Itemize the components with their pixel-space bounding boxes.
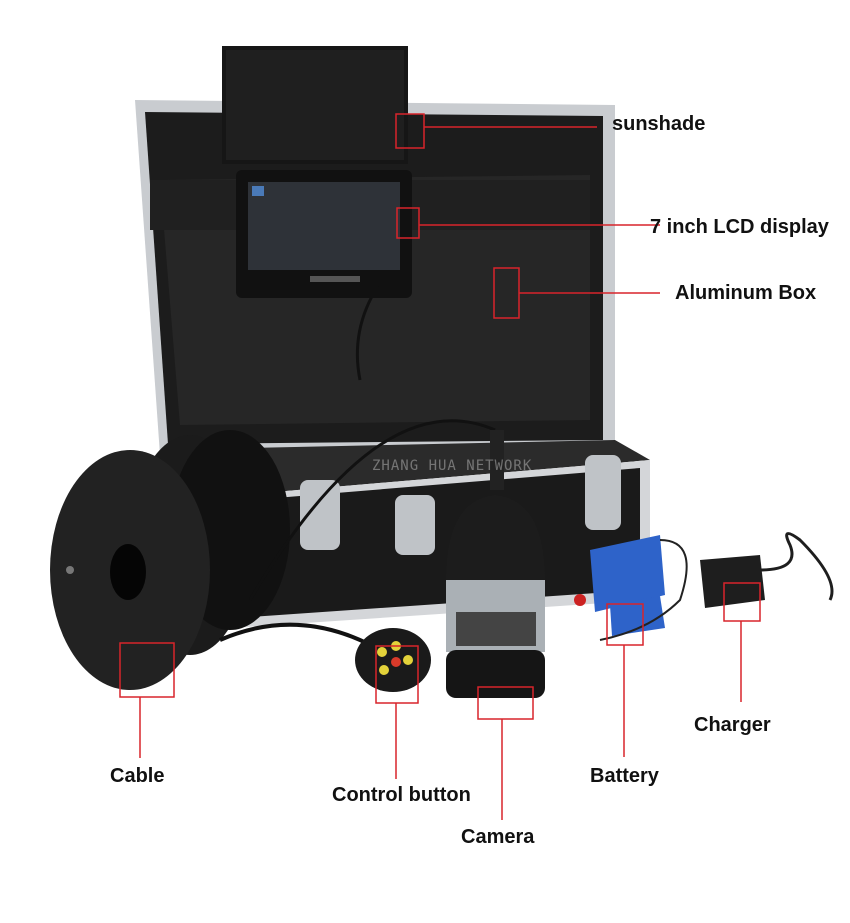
control-button-unit	[219, 622, 431, 692]
label-cable: Cable	[110, 765, 165, 787]
label-camera: Camera	[461, 826, 535, 848]
label-charger: Charger	[694, 714, 771, 736]
callout-box-camera	[477, 686, 534, 720]
cable-reel	[50, 430, 290, 690]
callout-box-sunshade	[395, 113, 425, 149]
callout-box-lcd	[396, 207, 420, 239]
sunshade-flap	[222, 46, 408, 164]
callout-box-charger	[723, 582, 761, 622]
callout-box-cable	[119, 642, 175, 698]
label-battery: Battery	[590, 765, 659, 787]
callout-box-control	[375, 645, 419, 704]
charger-unit	[700, 532, 834, 608]
lcd-monitor	[236, 170, 412, 381]
watermark-text: ZHANG HUA NETWORK	[372, 458, 533, 474]
label-lcd-display: 7 inch LCD display	[650, 216, 829, 238]
battery-pack	[574, 535, 688, 641]
callout-box-battery	[606, 603, 644, 646]
label-sunshade: sunshade	[612, 113, 706, 135]
label-control-button: Control button	[332, 784, 471, 806]
label-aluminum-box: Aluminum Box	[675, 282, 817, 304]
camera-unit	[248, 419, 545, 698]
callouts	[119, 113, 761, 820]
